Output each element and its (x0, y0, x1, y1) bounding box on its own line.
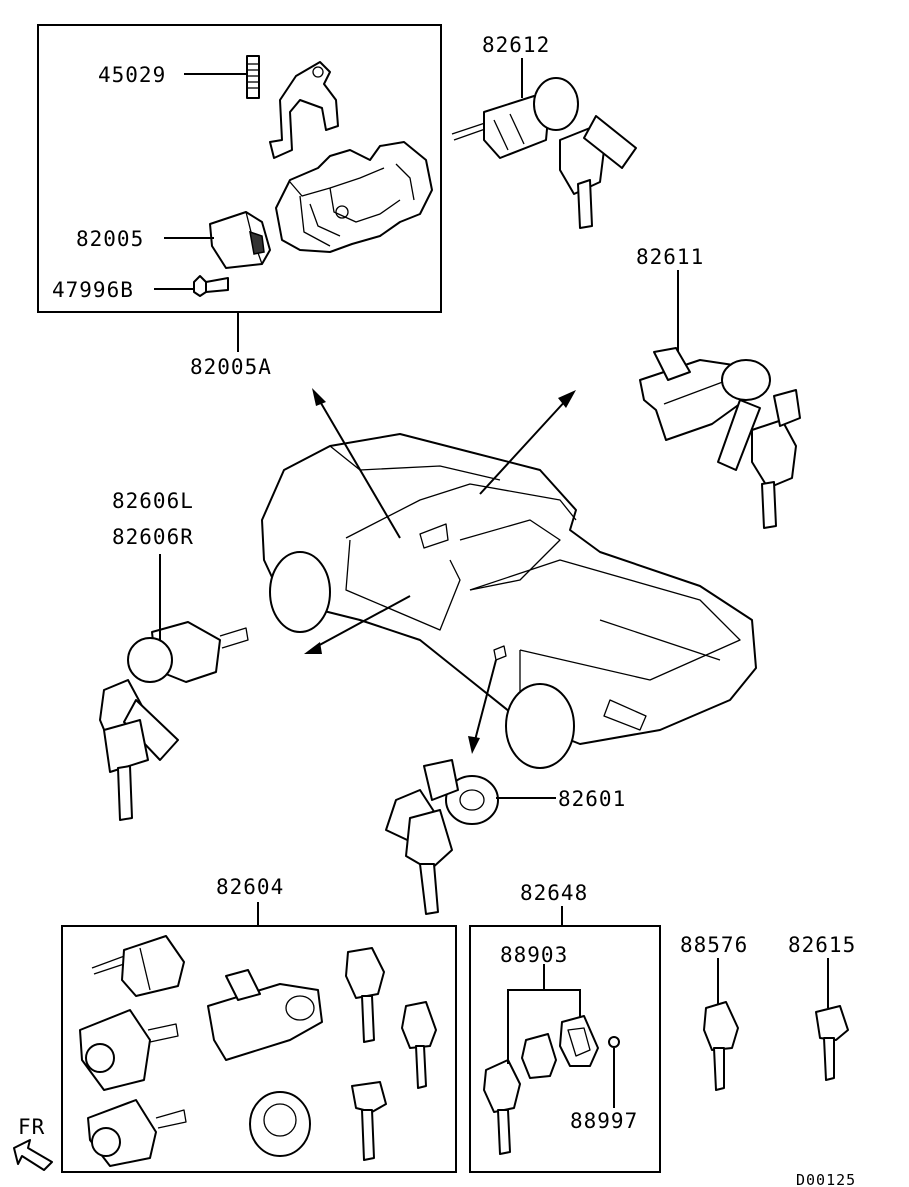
arrows (304, 388, 576, 754)
door-cylinder-group: 82606L 82606R (99, 489, 249, 821)
label-45029: 45029 (98, 63, 166, 87)
screw-part (193, 275, 229, 297)
label-88903: 88903 (500, 943, 568, 967)
label-82005a: 82005A (190, 355, 272, 379)
drawing-code: D00125 (796, 1171, 856, 1187)
fuel-lid-cylinder-group: 82601 (385, 759, 626, 915)
label-82005: 82005 (76, 227, 144, 251)
label-82611: 82611 (636, 245, 704, 269)
ignition-lock-body (275, 141, 433, 253)
label-82648: 82648 (520, 881, 588, 905)
key-set-group: 82648 88903 88997 (469, 881, 661, 1173)
ignition-assembly-box (37, 24, 442, 313)
tailgate-cylinder-group: 82612 (451, 33, 637, 229)
label-82601: 82601 (558, 787, 626, 811)
label-47996b: 47996B (52, 278, 134, 302)
label-88997: 88997 (570, 1109, 638, 1133)
blank-key-82615: 82615 (788, 933, 856, 1081)
label-82606l: 82606L (112, 489, 194, 513)
pin-part (246, 55, 260, 99)
ignition-assembly-group: 45029 82005 47996B 82005A (37, 24, 442, 379)
label-82615: 82615 (788, 933, 856, 957)
label-fr: FR (18, 1115, 45, 1139)
key-set-box (469, 925, 661, 1173)
door-handle-group: 82611 (636, 245, 801, 529)
pickup-truck (261, 433, 757, 769)
fr-arrow-icon (13, 1139, 53, 1171)
bracket-part (269, 61, 339, 159)
front-direction-indicator: FR (13, 1115, 53, 1171)
label-82612: 82612 (482, 33, 550, 57)
lock-set-group: 82604 (61, 875, 457, 1173)
blank-key-88576: 88576 (680, 933, 748, 1091)
label-88576: 88576 (680, 933, 748, 957)
label-82606r: 82606R (112, 525, 194, 549)
label-82604: 82604 (216, 875, 284, 899)
